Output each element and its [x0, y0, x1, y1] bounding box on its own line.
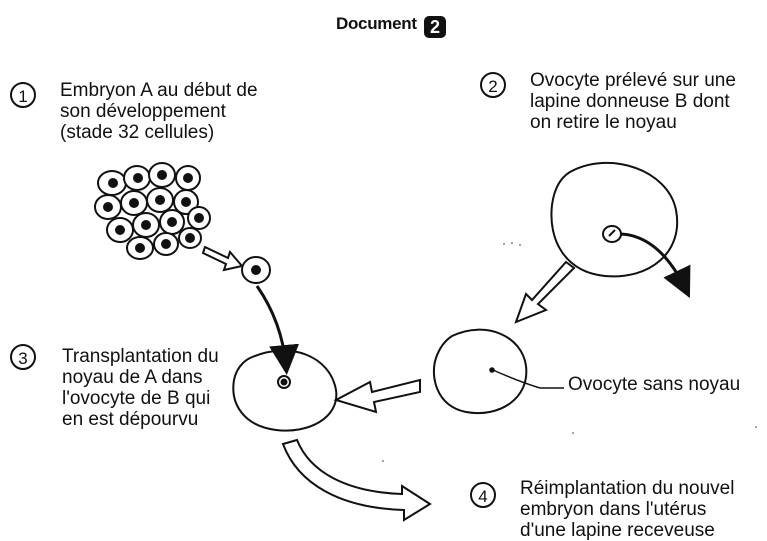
step-3-text: Transplantation du noyau de A dans l'ovo… [62, 346, 219, 430]
nucleus-transfer-arrow [255, 285, 300, 375]
step-1-number: 1 [10, 82, 36, 108]
cell [187, 206, 211, 230]
oocyte-without-nucleus-label: Ovocyte sans noyau [568, 374, 741, 395]
cell [106, 217, 134, 243]
donor-oocyte [550, 161, 679, 278]
cell [148, 162, 176, 188]
step-2-number: 2 [480, 72, 506, 98]
cell [123, 165, 151, 191]
hollow-arrow-to-transplant [333, 378, 421, 414]
document-title: Document [336, 14, 417, 33]
nucleus-removal-arrow [620, 232, 691, 299]
step-2-text: Ovocyte prélevé sur une lapine donneuse … [530, 70, 736, 133]
enucleated-oocyte [432, 328, 528, 415]
isolated-cell [241, 256, 271, 284]
step-3-number: 3 [10, 344, 36, 370]
cell [173, 189, 199, 215]
cell [132, 212, 160, 238]
cell [126, 236, 154, 260]
cell [94, 194, 122, 220]
label-pointer-line [492, 369, 564, 389]
step-4-text: Réimplantation du nouvel embryon dans l'… [520, 478, 735, 541]
cell [159, 209, 185, 235]
cell [175, 165, 201, 191]
hollow-arrow-donor-to-enucleated [514, 260, 576, 324]
cell [178, 227, 202, 249]
transplanted-oocyte [232, 349, 338, 432]
hollow-arrow-to-cell [201, 245, 244, 272]
hollow-arrow-reimplantation [281, 438, 432, 522]
cell [146, 187, 174, 213]
embryo-a-cells [94, 162, 211, 260]
cell [97, 170, 127, 196]
step-4-number: 4 [470, 482, 496, 508]
background-specks [382, 242, 757, 462]
document-number: 2 [424, 16, 446, 38]
cell [153, 232, 179, 256]
cell [120, 190, 148, 216]
step-1-text: Embryon A au début de son développement … [60, 80, 258, 143]
